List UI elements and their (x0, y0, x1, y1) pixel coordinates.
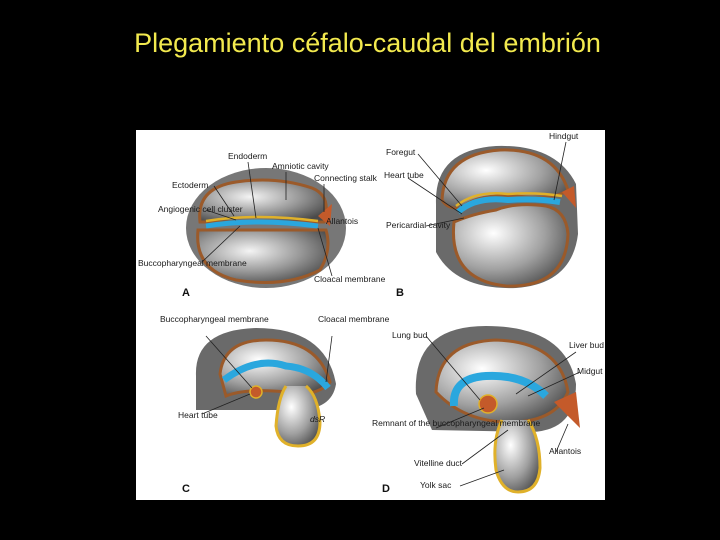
panel-c-heart-tube (249, 385, 263, 399)
panel-c: Buccopharyngeal membrane Cloacal membran… (160, 314, 390, 495)
embryo-folding-figure: Endoderm Amniotic cavity Connecting stal… (136, 130, 605, 500)
panel-letter-d: D (382, 483, 390, 495)
label-foregut: Foregut (386, 147, 416, 157)
label-lung-bud: Lung bud (392, 330, 428, 340)
label-midgut: Midgut (577, 366, 603, 376)
label-allantois: Allantois (326, 216, 358, 226)
label-heart-tube-c: Heart tube (178, 410, 218, 420)
panel-letter-b: B (396, 287, 404, 299)
embryo-diagram: Endoderm Amniotic cavity Connecting stal… (138, 131, 604, 495)
panel-d-yolk-sac (493, 419, 542, 494)
panel-c-endoderm (221, 359, 331, 391)
panel-b-ectoderm (455, 192, 563, 207)
label-endoderm: Endoderm (228, 151, 267, 161)
label-angiogenic-cell-cluster: Angiogenic cell cluster (158, 204, 243, 214)
label-ectoderm: Ectoderm (172, 180, 208, 190)
panel-c-yolk-sac (274, 384, 322, 448)
panel-letter-a: A (182, 287, 190, 299)
label-heart-tube-b: Heart tube (384, 170, 424, 180)
label-buccopharyngeal-membrane-a: Buccopharyngeal membrane (138, 258, 247, 268)
label-pericardial-cavity: Pericardial cavity (386, 220, 451, 230)
panel-b-yolk-sac (451, 203, 570, 288)
panel-letter-c: C (182, 483, 190, 495)
label-cloacal-membrane-a: Cloacal membrane (314, 274, 386, 284)
panel-a-ectoderm (205, 215, 319, 223)
label-yolk-sac: Yolk sac (420, 480, 452, 490)
panel-d-allantois (554, 392, 580, 428)
panel-a: Endoderm Amniotic cavity Connecting stal… (138, 151, 386, 299)
label-remnant-buccopharyngeal-membrane: Remnant of the buccopharyngeal membrane (372, 418, 540, 428)
slide-title: Plegamiento céfalo-caudal del embrión (134, 28, 601, 58)
label-buccopharyngeal-membrane-c: Buccopharyngeal membrane (160, 314, 269, 324)
label-amniotic-cavity: Amniotic cavity (272, 161, 329, 171)
label-connecting-stalk: Connecting stalk (314, 173, 378, 183)
panel-a-connecting-stalk (318, 204, 332, 226)
panel-d-heart (478, 394, 498, 414)
artist-signature: dsR (310, 414, 325, 424)
panel-d-endoderm (449, 371, 549, 407)
panel-a-yolk-sac (196, 228, 330, 284)
label-liver-bud: Liver bud (569, 340, 604, 350)
panel-b-allantois (562, 186, 576, 208)
label-vitelline-duct: Vitelline duct (414, 458, 463, 468)
panel-b: Hindgut Foregut Heart tube Pericardial c… (384, 131, 579, 299)
panel-d: Lung bud Liver bud Midgut Remnant of the… (372, 326, 604, 495)
panel-b-endoderm (456, 196, 561, 215)
label-cloacal-membrane-c: Cloacal membrane (318, 314, 390, 324)
panel-a-endoderm (205, 219, 319, 229)
panel-a-amnion (198, 178, 328, 224)
label-hindgut: Hindgut (549, 131, 579, 141)
panel-d-amnion (434, 338, 570, 424)
label-allantois-d: Allantois (549, 446, 581, 456)
